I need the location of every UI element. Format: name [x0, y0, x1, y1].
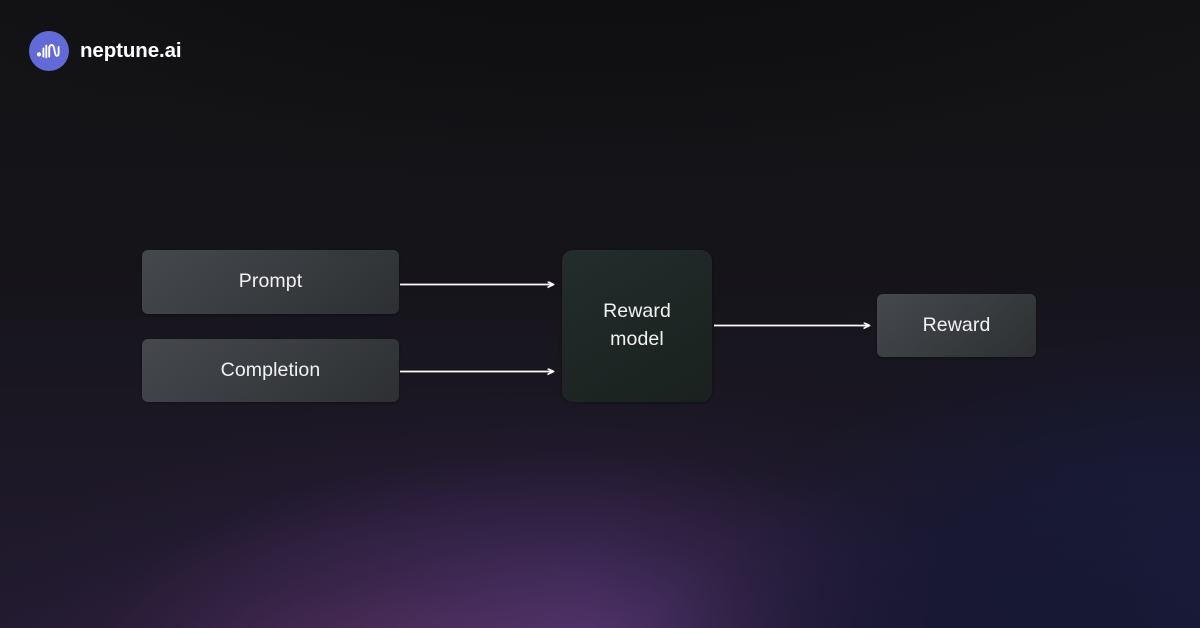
brand-logo: neptune.ai	[29, 31, 182, 71]
node-reward-model: Reward model	[562, 250, 712, 402]
neptune-waveform-icon	[29, 31, 69, 71]
node-reward-model-label: Reward model	[603, 300, 671, 350]
node-completion: Completion	[142, 339, 399, 402]
node-prompt-label: Prompt	[238, 270, 303, 293]
node-reward-label: Reward	[922, 313, 991, 336]
brand-name: neptune.ai	[80, 39, 182, 62]
node-prompt: Prompt	[142, 250, 399, 314]
node-reward: Reward	[877, 294, 1036, 357]
node-completion-label: Completion	[220, 358, 321, 381]
